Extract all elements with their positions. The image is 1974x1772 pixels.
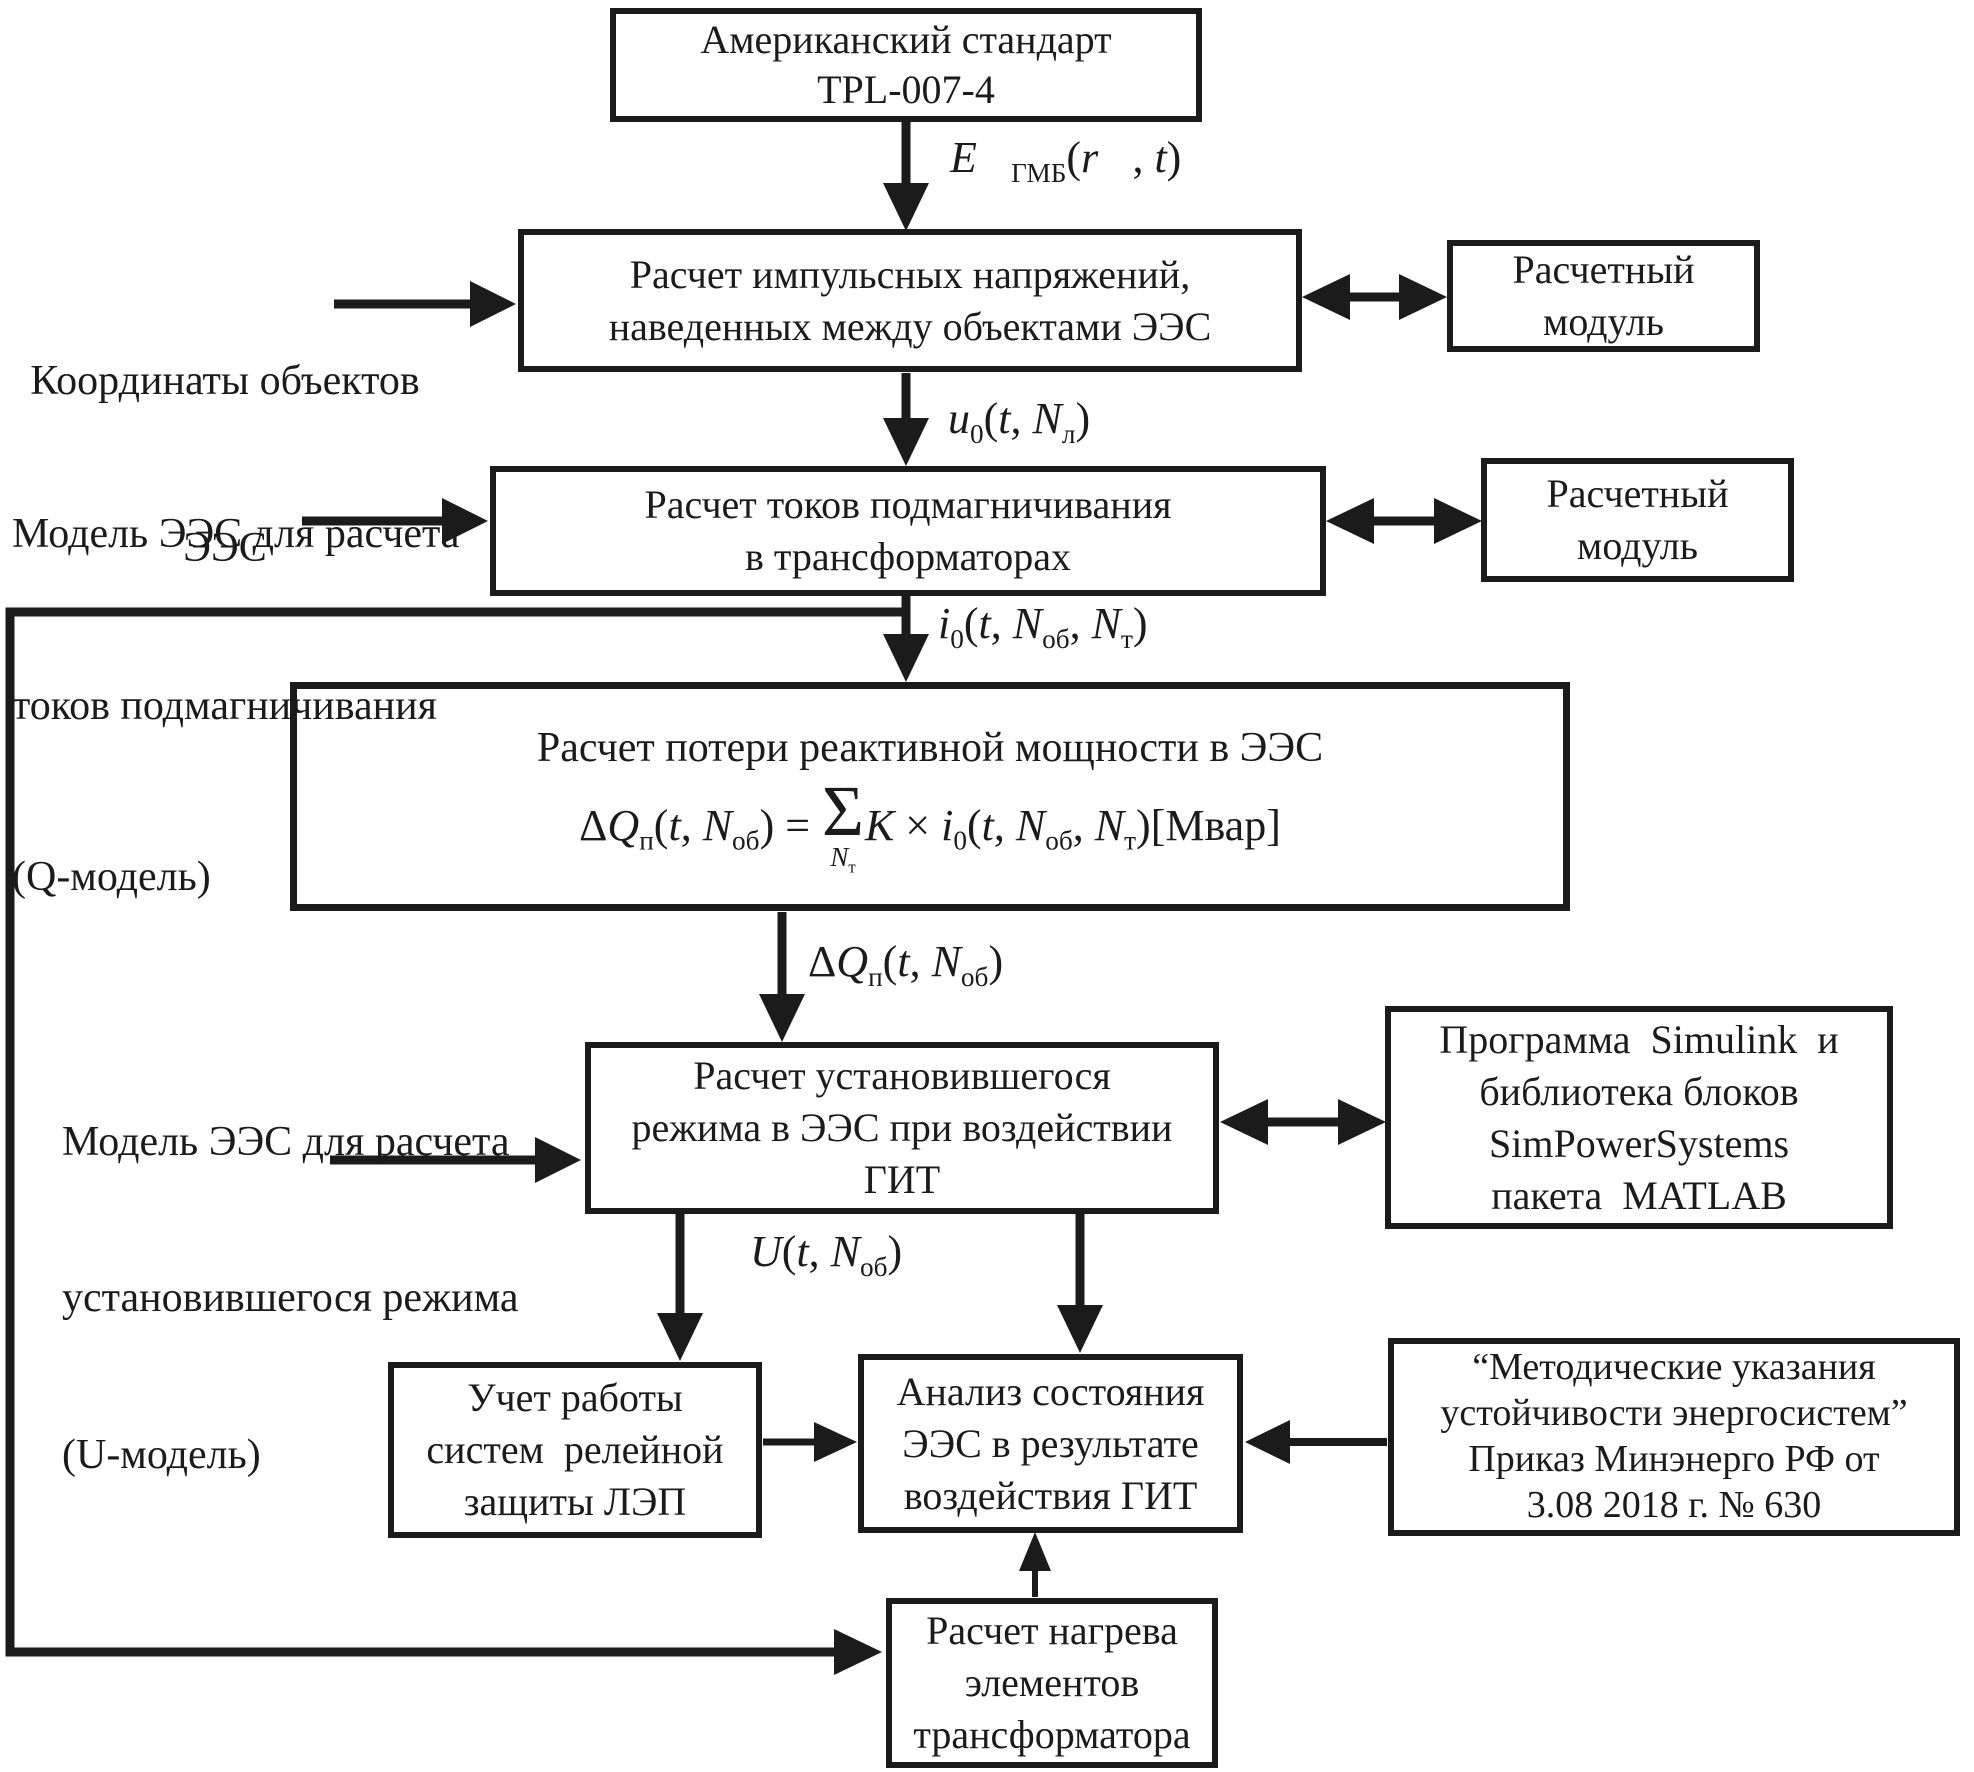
box-text-line: библиотека блоков — [1479, 1068, 1799, 1114]
box-text-line: 3.08 2018 г. № 630 — [1526, 1483, 1822, 1526]
connector-steady-to-analysis-arrow — [1057, 1214, 1103, 1353]
input-label-coordinates: Координаты объектов ЭЭС — [15, 242, 435, 689]
box-relay-protection: Учет работы систем релейной защиты ЛЭП — [388, 1362, 762, 1538]
box-text-line: Анализ состояния — [896, 1368, 1205, 1414]
input-label-line: Модель ЭЭС для расчета — [12, 511, 460, 558]
input-label-line: (Q-модель) — [12, 853, 211, 900]
box-magnetization-currents: Расчет токов подмагничивания в трансформ… — [490, 466, 1326, 596]
connector-standard-to-impulse-arrow — [883, 122, 929, 231]
box-simulink-matlab: Программа Simulink и библиотека блоков S… — [1385, 1006, 1893, 1229]
box-calc-module-2: Расчетный модуль — [1481, 458, 1794, 582]
box-text-line: Приказ Минэнерго РФ от — [1468, 1438, 1880, 1480]
box-text-line: Расчетный — [1512, 247, 1695, 292]
box-text-line: модуль — [1543, 299, 1664, 344]
box-text-line: “Методические указания — [1472, 1346, 1876, 1389]
box-text-line: в трансформаторах — [744, 534, 1072, 579]
box-text-line: TPL-007-4 — [817, 67, 995, 112]
input-label-u-model: Модель ЭЭС для расчета установившегося р… — [62, 1012, 542, 1585]
label-u-out-signal: U(t, Nоб) — [750, 1227, 903, 1282]
box-american-standard: Американский стандарт TPL-007-4 — [610, 8, 1202, 122]
connector-steady-to-relay-arrow — [657, 1214, 703, 1361]
box-text-line: воздействия ГИТ — [903, 1472, 1198, 1518]
box-text-line: модуль — [1577, 523, 1698, 568]
connector-relay-to-analysis-arrow — [763, 1422, 857, 1462]
input-label-line: установившегося режима — [62, 1275, 519, 1322]
connector-coordinates-to-impulse-arrow — [334, 281, 516, 327]
label-i0-signal: i0(t, Nоб, Nт) — [938, 599, 1148, 654]
box-text-line: режима в ЭЭС при воздействии — [631, 1105, 1173, 1150]
label-u0-signal: u0(t, Nл) — [948, 394, 1091, 449]
box-methodology-guidelines: “Методические указания устойчивости энер… — [1388, 1338, 1960, 1536]
box-steady-state: Расчет установившегося режима в ЭЭС при … — [585, 1042, 1219, 1214]
input-label-line: ЭЭС — [183, 525, 267, 572]
connector-impulse-to-magnetization-arrow — [883, 373, 929, 466]
box-state-analysis: Анализ состояния ЭЭС в результате воздей… — [858, 1354, 1243, 1533]
connector-steady-simulink-double-arrow — [1220, 1099, 1386, 1145]
connector-heating-to-analysis-arrow — [1019, 1532, 1051, 1597]
box-impulse-voltages: Расчет импульсных напряжений, наведенных… — [518, 229, 1302, 372]
box-text-line: Расчет нагрева — [926, 1608, 1178, 1653]
connector-qmodel-to-magnetization-arrow — [302, 498, 488, 544]
box-text-line: Расчет установившегося — [693, 1053, 1111, 1098]
box-text-line: ЭЭС в результате — [902, 1420, 1199, 1466]
box-text-line: элементов — [964, 1660, 1140, 1705]
label-e-field-signal: E⃗ГМБ(r⃗, t) — [950, 133, 1182, 188]
connector-impulse-module1-double-arrow — [1302, 274, 1447, 320]
box-text-line: Программа Simulink и — [1439, 1016, 1839, 1062]
box-text-line: систем релейной — [426, 1427, 724, 1472]
box-text-line: пакета MATLAB — [1491, 1172, 1787, 1218]
label-delta-q-signal: ΔQп(t, Nоб) — [808, 937, 1004, 992]
box-text-line: Американский стандарт — [700, 17, 1112, 62]
input-label-q-model: Модель ЭЭС для расчета токов подмагничив… — [12, 392, 492, 1020]
box-text-line: ГИТ — [863, 1157, 941, 1202]
box-text-line: Расчет токов подмагничивания — [644, 482, 1172, 527]
connector-reactive-to-steady-arrow — [759, 912, 805, 1042]
input-label-line: токов подмагничивания — [12, 682, 437, 729]
connector-guidelines-to-analysis-arrow — [1245, 1420, 1387, 1464]
box-text-line: трансформатора — [913, 1712, 1191, 1757]
input-label-line: (U-модель) — [62, 1431, 261, 1478]
box-text-line: наведенных между объектами ЭЭС — [608, 303, 1212, 349]
box-text-line: Расчет импульсных напряжений, — [629, 251, 1191, 297]
box-calc-module-1: Расчетный модуль — [1447, 240, 1760, 352]
input-label-line: Модель ЭЭС для расчета — [62, 1119, 510, 1166]
box-reactive-power-loss: Расчет потери реактивной мощности в ЭЭС … — [290, 682, 1570, 911]
connector-feedback-to-heating-arrow — [5, 607, 906, 1675]
connector-magnetization-to-reactive-arrow — [883, 596, 929, 682]
input-label-line: Координаты объектов — [30, 357, 420, 404]
connector-magnetization-module2-double-arrow — [1326, 498, 1482, 544]
box-text-line: Учет работы — [467, 1375, 683, 1420]
box-text-line: SimPowerSystems — [1488, 1120, 1790, 1166]
reactive-power-title: Расчет потери реактивной мощности в ЭЭС — [536, 725, 1324, 771]
box-text-line: Расчетный — [1546, 471, 1729, 516]
box-transformer-heating: Расчет нагрева элементов трансформатора — [886, 1598, 1218, 1768]
box-text-line: защиты ЛЭП — [463, 1479, 687, 1524]
box-text-line: устойчивости энергосистем” — [1440, 1392, 1908, 1435]
